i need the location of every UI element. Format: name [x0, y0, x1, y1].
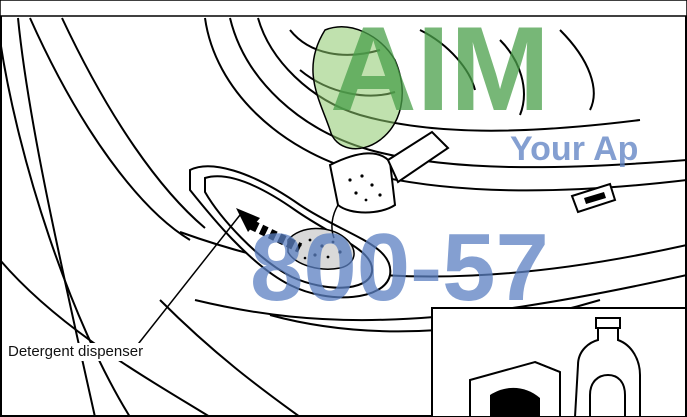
watermark-tagline: Your Ap: [510, 130, 638, 168]
watermark-brand: AIM: [330, 2, 550, 136]
watermark-phone: 800-57: [250, 214, 549, 321]
detergent-products-inset: [432, 308, 686, 417]
detergent-dispenser-label: Detergent dispenser: [8, 343, 143, 361]
watermark: AIM Your Ap 800-57: [250, 2, 638, 321]
